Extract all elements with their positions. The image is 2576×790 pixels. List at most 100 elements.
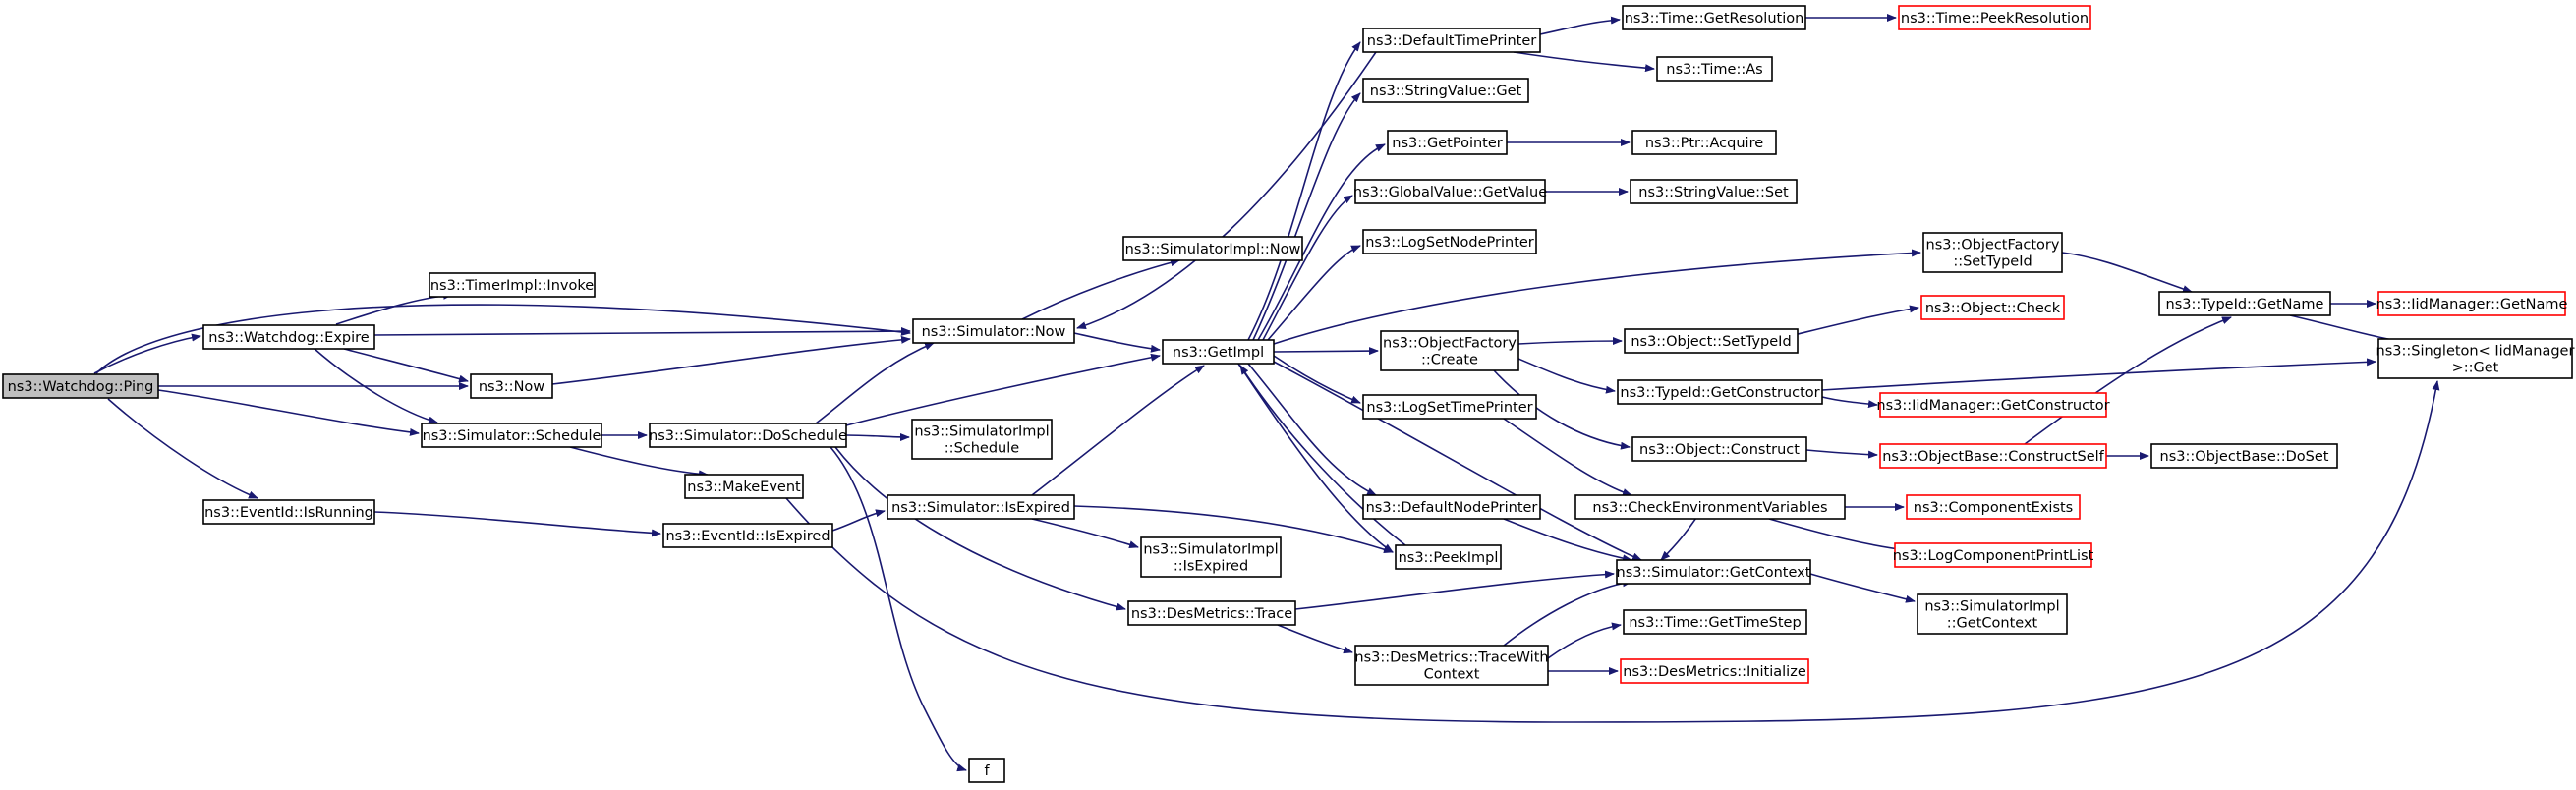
edge-ping-to-isrunning bbox=[107, 398, 258, 499]
edge-object_construct-to-objectbase_constructself bbox=[1805, 449, 1878, 459]
edge-object_settypeid-to-object_check bbox=[1797, 305, 1919, 335]
node-makeevent[interactable]: ns3::MakeEvent bbox=[684, 474, 804, 499]
node-expire[interactable]: ns3::Watchdog::Expire bbox=[202, 324, 375, 350]
node-object-settypeid[interactable]: ns3::Object::SetTypeId bbox=[1624, 328, 1799, 354]
node-globalvalue-getvalue[interactable]: ns3::GlobalValue::GetValue bbox=[1353, 179, 1547, 204]
node-ptr-acquire[interactable]: ns3::Ptr::Acquire bbox=[1631, 130, 1777, 155]
node-label: ns3::Time::GetTimeStep bbox=[1629, 615, 1801, 631]
node-label: ns3::Simulator::DoSchedule bbox=[649, 428, 847, 444]
node-stringvalue-get[interactable]: ns3::StringValue::Get bbox=[1362, 78, 1529, 103]
node-object-construct[interactable]: ns3::Object::Construct bbox=[1631, 436, 1807, 462]
node-doschedule[interactable]: ns3::Simulator::DoSchedule bbox=[649, 423, 847, 448]
node-object-check[interactable]: ns3::Object::Check bbox=[1920, 295, 2065, 320]
edge-sim_now-to-simimpl_now bbox=[1021, 258, 1180, 320]
node-objectbase-doset[interactable]: ns3::ObjectBase::DoSet bbox=[2150, 443, 2338, 469]
node-sim-schedule[interactable]: ns3::Simulator::Schedule bbox=[421, 423, 602, 448]
node-logcomponentprintlist[interactable]: ns3::LogComponentPrintList bbox=[1893, 542, 2094, 568]
node-typeid-getconstructor[interactable]: ns3::TypeId::GetConstructor bbox=[1617, 379, 1823, 405]
node-box bbox=[421, 423, 602, 448]
node-label: ns3::DefaultTimePrinter bbox=[1367, 33, 1536, 49]
edge-getimpl-to-defaultnodeprinter bbox=[1247, 363, 1377, 496]
node-box bbox=[887, 494, 1075, 520]
node-label: ns3::ComponentExists bbox=[1914, 500, 2074, 516]
node-simimpl-now[interactable]: ns3::SimulatorImpl::Now bbox=[1122, 236, 1303, 261]
node-simimpl-getcontext[interactable]: ns3::SimulatorImpl::GetContext bbox=[1917, 593, 2068, 635]
node-objectbase-constructself[interactable]: ns3::ObjectBase::ConstructSelf bbox=[1879, 443, 2107, 469]
node-box bbox=[1380, 330, 1519, 371]
node-time-getresolution[interactable]: ns3::Time::GetResolution bbox=[1622, 5, 1806, 30]
node-f[interactable]: f bbox=[968, 758, 1005, 783]
node-label: ns3::SimulatorImpl bbox=[1143, 542, 1278, 558]
edge-line bbox=[1239, 365, 1406, 546]
node-box bbox=[470, 373, 553, 399]
node-box bbox=[2150, 443, 2338, 469]
function-nodes: ns3::Watchdog::Ping ns3::Watchdog::Expire… bbox=[2, 5, 2575, 783]
node-singleton-get[interactable]: ns3::Singleton< IidManager >::Get bbox=[2376, 338, 2575, 379]
node-label: ns3::ObjectFactory bbox=[1926, 238, 2060, 254]
node-sim-now[interactable]: ns3::Simulator::Now bbox=[912, 318, 1075, 344]
node-label: ns3::Now bbox=[479, 379, 544, 395]
node-getimpl[interactable]: ns3::GetImpl bbox=[1162, 339, 1275, 365]
node-objectfactory-create[interactable]: ns3::ObjectFactory::Create bbox=[1380, 330, 1519, 371]
node-peekimpl[interactable]: ns3::PeekImpl bbox=[1395, 544, 1502, 570]
node-iidmanager-getname[interactable]: ns3::IidManager::GetName bbox=[2376, 291, 2568, 316]
node-box bbox=[1656, 56, 1773, 82]
node-eid-isexpired[interactable]: ns3::EventId::IsExpired bbox=[662, 523, 833, 548]
node-defaultnodeprinter[interactable]: ns3::DefaultNodePrinter bbox=[1362, 494, 1541, 520]
edge-objectbase_constructself-to-typeid_getname bbox=[2024, 316, 2232, 445]
node-box bbox=[1624, 328, 1799, 354]
node-label: ns3::DesMetrics::Initialize bbox=[1623, 664, 1806, 680]
node-sim-getcontext[interactable]: ns3::Simulator::GetContext bbox=[1616, 559, 1811, 585]
node-label: ns3::TypeId::GetName bbox=[2166, 297, 2324, 312]
edge-line bbox=[569, 446, 709, 479]
node-desmetrics-initialize[interactable]: ns3::DesMetrics::Initialize bbox=[1620, 658, 1809, 684]
node-label: ns3::SimulatorImpl bbox=[1924, 599, 2059, 615]
edge-defaulttimeprinter-to-time_as bbox=[1513, 51, 1655, 73]
node-isrunning[interactable]: ns3::EventId::IsRunning bbox=[202, 499, 375, 525]
node-time-gettimestep[interactable]: ns3::Time::GetTimeStep bbox=[1623, 609, 1807, 635]
edge-getimpl-to-globalvalue_getvalue bbox=[1262, 195, 1353, 341]
node-label: ::SetTypeId bbox=[1953, 254, 2032, 270]
node-label: ns3::StringValue::Set bbox=[1638, 185, 1789, 200]
edge-line bbox=[1809, 573, 1916, 603]
node-box bbox=[1920, 295, 2065, 320]
node-iidmanager-getconstructor[interactable]: ns3::IidManager::GetConstructor bbox=[1876, 392, 2110, 418]
node-timer-invoke[interactable]: ns3::TimerImpl::Invoke bbox=[429, 272, 596, 298]
node-componentexists[interactable]: ns3::ComponentExists bbox=[1906, 494, 2081, 520]
node-typeid-getname[interactable]: ns3::TypeId::GetName bbox=[2158, 291, 2331, 316]
node-logsetnodeprinter[interactable]: ns3::LogSetNodePrinter bbox=[1362, 229, 1537, 254]
edge-getimpl-to-objectfactory_settypeid bbox=[1273, 249, 1921, 345]
edge-ping-to-expire bbox=[93, 333, 201, 374]
node-getpointer[interactable]: ns3::GetPointer bbox=[1387, 130, 1508, 155]
node-logsettimeprinter[interactable]: ns3::LogSetTimePrinter bbox=[1362, 394, 1537, 420]
node-box bbox=[968, 758, 1005, 783]
edge-doschedule-to-sim_now bbox=[815, 342, 935, 424]
node-checkenv[interactable]: ns3::CheckEnvironmentVariables bbox=[1574, 494, 1846, 520]
node-sim-isexpired[interactable]: ns3::Simulator::IsExpired bbox=[887, 494, 1075, 520]
node-label: ns3::TypeId::GetConstructor bbox=[1620, 385, 1819, 401]
node-defaulttimeprinter[interactable]: ns3::DefaultTimePrinter bbox=[1362, 28, 1541, 53]
node-label: ns3::ObjectFactory bbox=[1383, 336, 1517, 352]
edge-line bbox=[1273, 249, 1921, 345]
node-stringvalue-set[interactable]: ns3::StringValue::Set bbox=[1630, 179, 1798, 204]
node-objectfactory-settypeid[interactable]: ns3::ObjectFactory::SetTypeId bbox=[1922, 232, 2063, 273]
node-time-peekresolution[interactable]: ns3::Time::PeekResolution bbox=[1898, 5, 2091, 30]
node-label: ns3::Object::Check bbox=[1925, 301, 2061, 316]
node-box bbox=[1362, 494, 1541, 520]
node-now-fn[interactable]: ns3::Now bbox=[470, 373, 553, 399]
edge-desmetrics_trace-to-sim_getcontext bbox=[1294, 570, 1615, 610]
edge-sim_isexpired-to-peekimpl bbox=[1073, 505, 1394, 553]
node-ping[interactable]: ns3::Watchdog::Ping bbox=[2, 373, 159, 399]
node-simimpl-schedule[interactable]: ns3::SimulatorImpl::Schedule bbox=[911, 419, 1053, 460]
edge-doschedule-to-simimpl_schedule bbox=[845, 432, 910, 441]
node-box bbox=[2377, 338, 2573, 379]
node-time-as[interactable]: ns3::Time::As bbox=[1656, 56, 1773, 82]
node-box bbox=[1362, 78, 1529, 103]
node-simimpl-isexpired[interactable]: ns3::SimulatorImpl::IsExpired bbox=[1140, 536, 1282, 578]
node-desmetrics-trace[interactable]: ns3::DesMetrics::Trace bbox=[1127, 600, 1296, 626]
edge-line bbox=[1031, 518, 1139, 549]
node-box bbox=[1917, 593, 2068, 635]
node-box bbox=[1631, 130, 1777, 155]
